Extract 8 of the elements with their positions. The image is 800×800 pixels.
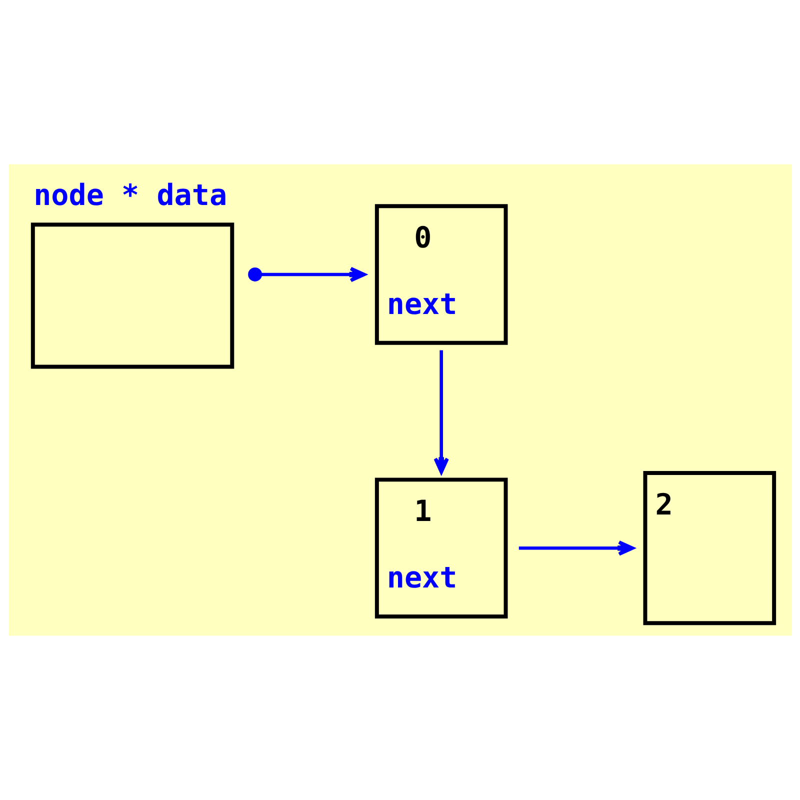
node-box: 2 [642,471,776,626]
node-box: 0 next [374,204,508,345]
arrow [433,350,448,474]
arrow [518,540,634,556]
arrow [248,266,366,282]
node-box: 1 next [374,478,508,618]
node-box [30,222,234,369]
node-label: node * data [33,178,227,212]
